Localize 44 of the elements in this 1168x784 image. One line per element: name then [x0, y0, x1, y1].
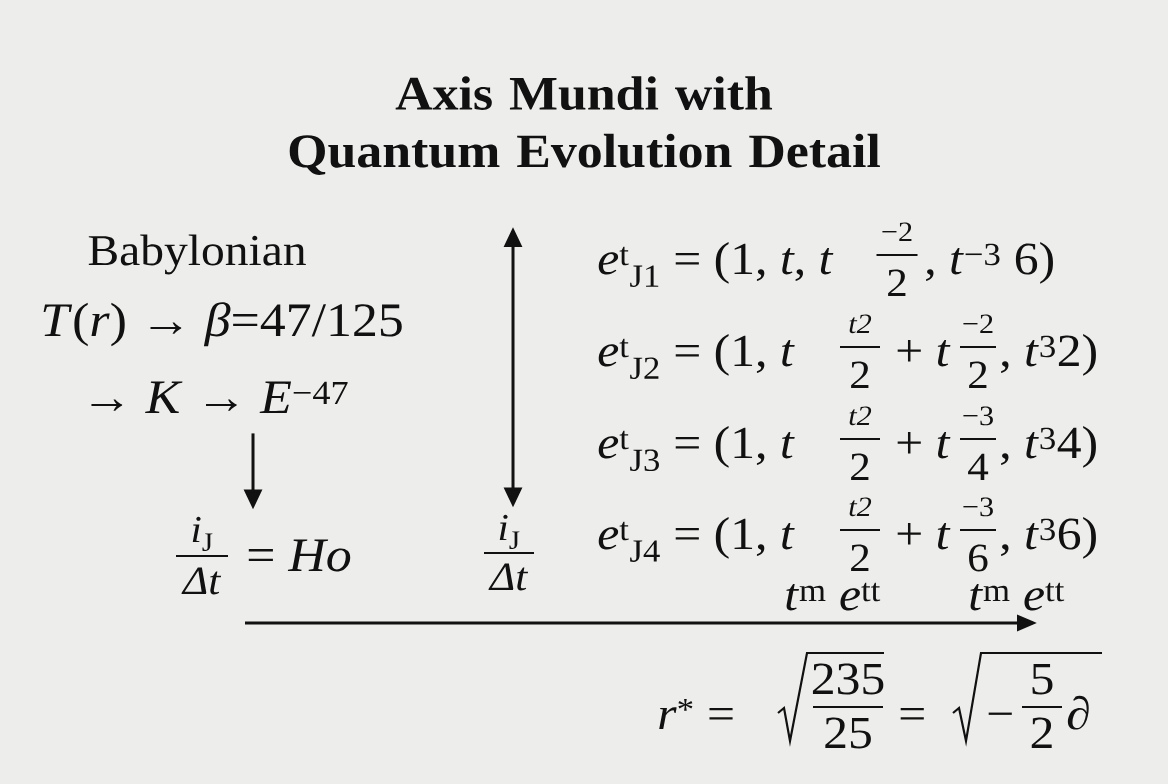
formula-text: → K → E$^{−47}$ — [91, 381, 348, 413]
formula-text: e$^{t}$$_{J4}$ = (1, t — [598, 517, 795, 562]
numerator: −2 — [882, 222, 912, 241]
formula-text: t$^{m}$ e$^{tt}$ — [970, 582, 1065, 611]
numerator: i$_{J}$ — [192, 516, 213, 552]
formula-text: T(r) → β=47/125 — [43, 302, 402, 347]
denominator: 2 — [851, 453, 869, 480]
formula-text: + t — [897, 432, 951, 459]
formula-text: r$^{*}$ = — [659, 698, 733, 729]
denominator: 2 — [851, 361, 869, 388]
denominator: 2 — [1031, 717, 1052, 748]
numerator: t2 — [849, 497, 872, 517]
denominator: 25 — [825, 717, 871, 749]
denominator: Δt — [488, 563, 529, 591]
denominator: Δt — [181, 567, 222, 595]
numerator: 235 — [812, 663, 884, 695]
formula-text: = Ho — [248, 539, 351, 572]
numerator: −2 — [963, 314, 993, 333]
formula-text: e$^{t}$$_{J3}$ = (1, t — [598, 426, 795, 472]
denominator: 2 — [969, 361, 987, 388]
numerator: t2 — [849, 406, 872, 426]
denominator: 2 — [888, 269, 906, 296]
formula-text: e$^{t}$$_{J2}$ = (1, t — [598, 334, 795, 380]
numerator: t2 — [849, 314, 872, 334]
numerator: −3 — [963, 497, 993, 517]
denominator: 4 — [968, 453, 989, 480]
formula-text: t$^{m}$ e$^{tt}$ — [786, 582, 881, 611]
formula-text: + t — [897, 340, 951, 367]
formula-text: , t$^{3}$6) — [1001, 517, 1096, 559]
formula-text: ∂ — [1067, 695, 1089, 730]
heading-text: Babylonian — [88, 234, 306, 275]
numerator: i$_{J}$ — [499, 514, 520, 550]
formula-text: = — [900, 708, 924, 720]
denominator: 6 — [969, 544, 988, 572]
numerator: −3 — [963, 406, 993, 426]
formula-text: + t — [897, 523, 951, 550]
formula-text: , t$^{−3}$ 6) — [926, 242, 1053, 284]
title: Axis Mundi with Quantum Evolution Detail — [289, 76, 880, 175]
formula-text: , t$^{3}$4) — [1001, 426, 1096, 468]
numerator: 5 — [1032, 663, 1053, 695]
denominator: 2 — [851, 544, 869, 571]
formula-text: − — [988, 712, 1012, 715]
formula-text: e$^{t}$$_{J1}$ = (1, t, t — [598, 242, 834, 287]
formula-text: , t$^{3}$2) — [1001, 334, 1096, 376]
